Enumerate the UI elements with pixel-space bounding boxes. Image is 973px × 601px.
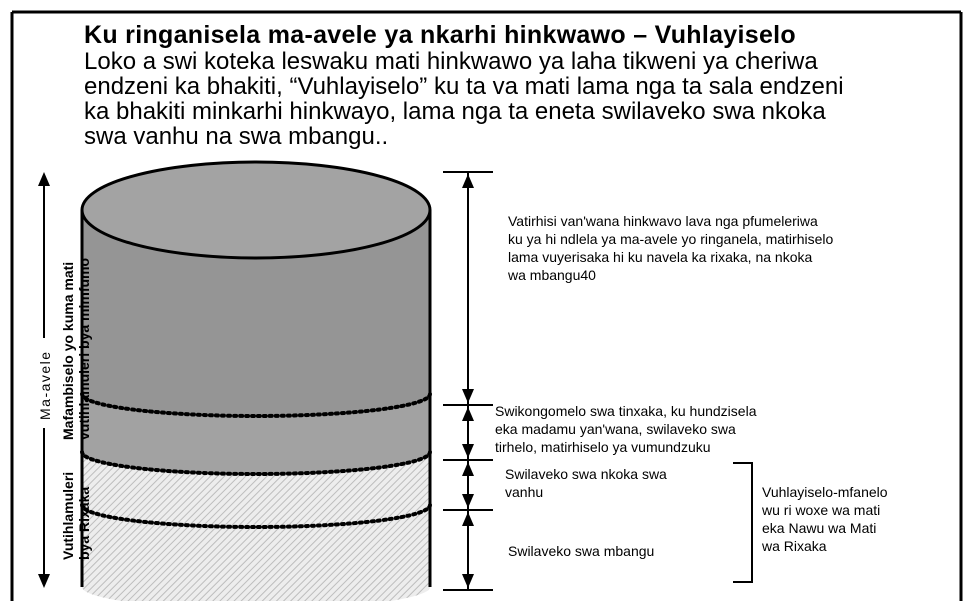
header-title: Ku ringanisela ma-avele ya nkarhi hinkwa… <box>84 21 796 49</box>
cylinder-top <box>80 160 432 260</box>
zone3-line: vanhu <box>505 484 543 500</box>
dotted-boundary-3 <box>80 503 432 529</box>
header-body-line: endzeni ka bhakiti, “Vuhlayiselo” ku ta … <box>84 73 844 100</box>
zone2-label: Swikongomelo swa tinxaka, ku hundzisela … <box>495 403 757 455</box>
reserve-label: Vuhlayiselo-mfanelo wu ri woxe wa mati e… <box>761 484 888 554</box>
header-block: Ku ringanisela ma-avele ya nkarhi hinkwa… <box>84 21 934 150</box>
label-government-line2: vutihlamuleri bya mimfumo <box>76 258 92 440</box>
reserve-line: eka Nawu wa Mati <box>762 520 876 536</box>
zone-bottom-hatched <box>82 445 430 601</box>
label-ma-avele: Ma-avele <box>37 350 53 420</box>
label-national-line2: bya Rixaka <box>76 487 92 560</box>
label-national-line1: Vutihlamuleri <box>60 472 76 560</box>
zone2-line: eka madamu yan'wana, swilaveko swa <box>495 421 736 437</box>
reserve-line: Vuhlayiselo-mfanelo <box>762 484 888 500</box>
header-body-line: swa vanhu na swa mbangu.. <box>84 123 389 150</box>
zone2-line: tirhelo, matirhiselo ya vumundzuku <box>495 439 711 455</box>
zone3-label: Swilaveko swa nkoka swa vanhu <box>505 466 667 500</box>
zone1-line: Vatirhisi van'wana hinkwavo lava nga pfu… <box>508 213 818 229</box>
zone2-line: Swikongomelo swa tinxaka, ku hundzisela <box>495 403 757 419</box>
zone1-line: wa mbangu40 <box>507 267 596 283</box>
right-dimension-arrows <box>443 171 493 591</box>
reserve-line: wa Rixaka <box>761 538 827 554</box>
zone-upper-gray <box>82 210 430 416</box>
zone4-label: Swilaveko swa mbangu <box>508 543 654 559</box>
reserve-line: wu ri woxe wa mati <box>761 502 880 518</box>
header-body: Loko a swi koteka leswaku mati hinkwawo … <box>84 49 934 149</box>
zone1-line: lama vuyerisaka hi ku navela ka rixaka, … <box>508 249 812 265</box>
cylinder <box>80 160 432 601</box>
dotted-boundary-2 <box>80 450 432 476</box>
zone1-label: Vatirhisi van'wana hinkwavo lava nga pfu… <box>507 213 833 283</box>
arrowheads <box>462 174 474 588</box>
header-body-line: Loko a swi koteka leswaku mati hinkwawo … <box>84 48 818 75</box>
reserve-bracket <box>733 462 753 583</box>
zone1-line: ku ya hi ndlela ya ma-avele yo ringanela… <box>508 231 833 247</box>
zone4-line: Swilaveko swa mbangu <box>508 543 654 559</box>
label-government-line1: Mafambiselo yo kuma mati <box>60 262 76 440</box>
zone3-line: Swilaveko swa nkoka swa <box>505 466 667 482</box>
dotted-boundary-1 <box>80 392 432 418</box>
left-ma-avele-arrow <box>32 172 58 588</box>
header-body-line: ka bhakiti minkarhi hinkwayo, lama nga t… <box>84 98 826 125</box>
